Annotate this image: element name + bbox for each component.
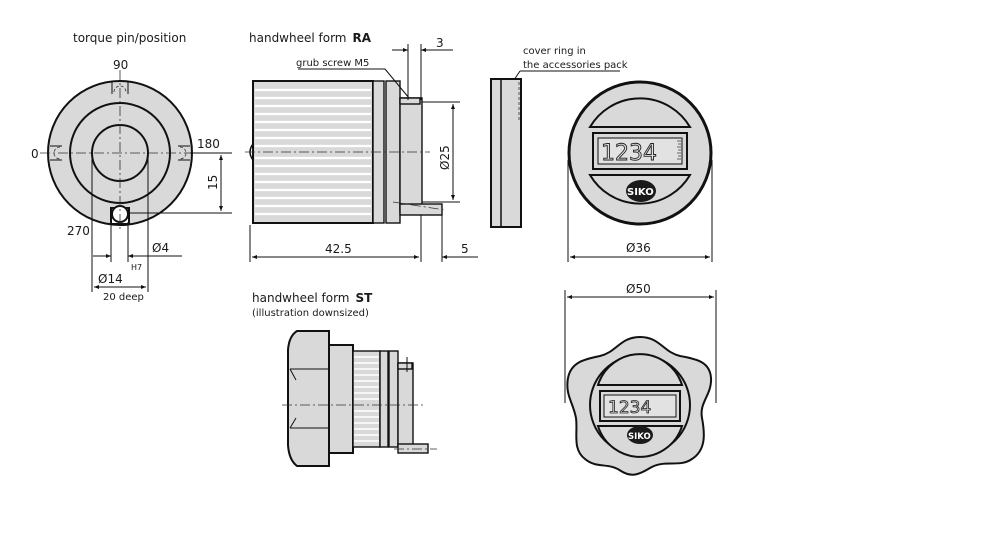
st-siko-logo-text: SIKO [628,432,651,442]
torque-pin-view: torque pin/position 90 0 180 270 15 Ø4 [31,31,232,303]
siko-logo-text: SIKO [627,187,654,198]
hollow-shaft [399,97,423,211]
offset-value: 15 [206,175,220,190]
st-siko-logo [627,426,653,444]
front-st-diameter-value: Ø50 [626,282,651,296]
front-view-st: 1234 SIKO Ø50 [564,282,717,476]
siko-logo [626,180,656,202]
bore-depth-value: 20 deep [103,292,144,303]
position-270-label: 270 [67,224,90,238]
length-value: 42.5 [325,242,352,256]
front-view-ra: 1234 SIKO Ø36 [567,80,713,262]
front-ra-diameter-value: Ø36 [626,241,651,255]
pin-diameter-value: Ø4 [152,241,169,255]
torque-pin [399,203,443,216]
torque-pin-title: torque pin/position [73,31,186,45]
bore-diameter-value: Ø14 [98,272,123,286]
cover-ring-callout-line1: cover ring in [523,46,586,57]
shaft-diameter-value: Ø25 [438,145,452,170]
st-torque-pin [397,443,429,454]
form-st-subtitle: (illustration downsized) [252,308,369,319]
knob-hub [328,344,354,454]
pin-length-value: 5 [461,242,469,256]
grub-screw-label: grub screw M5 [296,58,369,69]
slot-90 [111,82,129,94]
cover-ring-view: cover ring in the accessories pack [490,46,628,228]
st-counter-display: 1234 [608,398,651,418]
position-0-label: 0 [31,147,39,161]
cover-ring-callout-line2: the accessories pack [523,60,628,71]
position-180-label: 180 [197,137,220,151]
flange-width-value: 3 [436,36,444,50]
tolerance-value: H7 [131,263,142,272]
slot-180 [178,145,190,161]
position-90-label: 90 [113,58,128,72]
cover-ring-side [490,78,522,228]
counter-display: 1234 [601,141,657,166]
star-knob [287,330,330,467]
slot-0 [50,145,62,161]
